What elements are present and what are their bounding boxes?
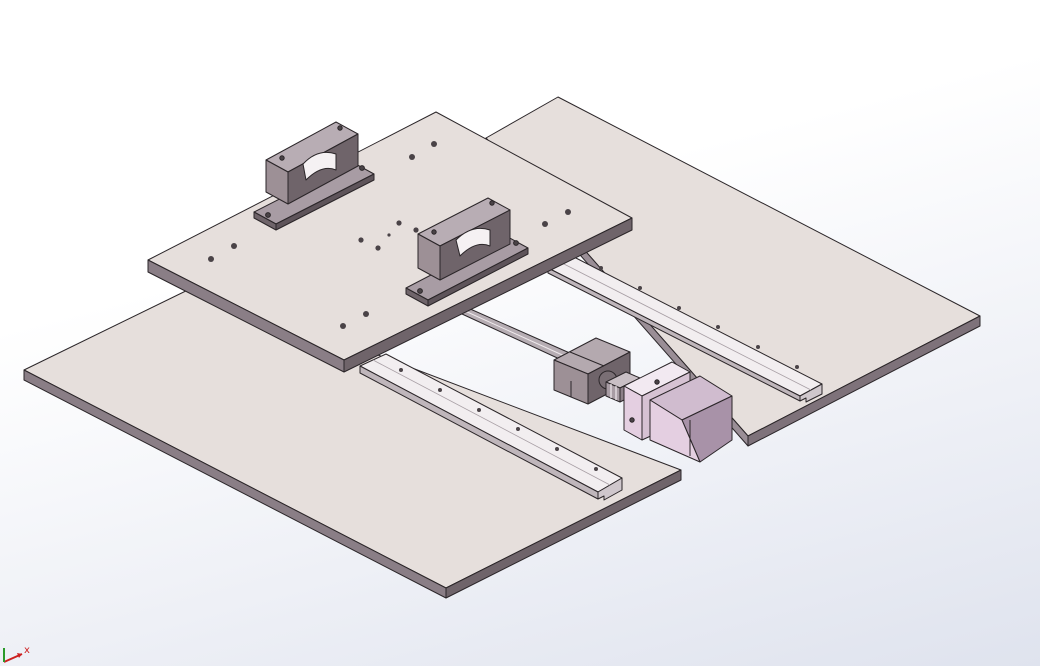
ball-screw[interactable] bbox=[461, 307, 573, 363]
rail-left-holes bbox=[399, 368, 598, 471]
x-axis-label: x bbox=[24, 645, 30, 656]
shaft-support-block-rear[interactable] bbox=[253, 121, 375, 231]
linear-rail-right[interactable] bbox=[547, 255, 823, 403]
carriage-plate[interactable] bbox=[147, 111, 633, 373]
rail-right-holes bbox=[599, 266, 799, 369]
base-plate-left[interactable] bbox=[23, 285, 682, 599]
linear-rail-left[interactable] bbox=[359, 353, 623, 501]
stepper-motor[interactable] bbox=[623, 361, 733, 463]
axis-triad bbox=[3, 648, 23, 663]
shaft-support-block-front[interactable] bbox=[405, 197, 529, 307]
carriage-plate-holes bbox=[208, 141, 571, 329]
